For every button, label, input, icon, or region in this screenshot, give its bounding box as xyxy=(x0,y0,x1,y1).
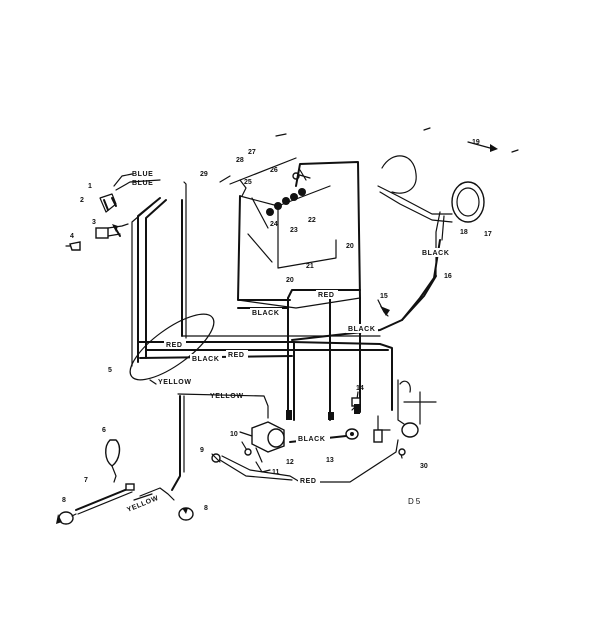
switch-right xyxy=(373,379,437,443)
lower-red-loop xyxy=(219,439,406,483)
callout-9: 9 xyxy=(200,447,204,454)
headlight-assembly xyxy=(377,155,485,277)
wire-label-black-main: BLACK xyxy=(192,356,220,363)
callout-11: 11 xyxy=(272,469,280,476)
battery-negative-cable xyxy=(237,195,291,301)
battery-positive-cable xyxy=(295,161,361,299)
callout-8b: 8 xyxy=(204,505,208,512)
arrow-19 xyxy=(423,127,519,153)
plug-3 xyxy=(95,223,129,239)
wire-labels: BLUE BLUE RED BLACK RED RED BLACK BLACK … xyxy=(126,171,454,514)
callout-13: 13 xyxy=(326,457,334,464)
wire-label-red-cable: RED xyxy=(318,292,335,299)
callout-22: 22 xyxy=(308,217,316,224)
callout-2: 2 xyxy=(80,197,84,204)
wire-label-yellow-mid: YELLOW xyxy=(210,393,244,400)
callout-12: 12 xyxy=(286,459,294,466)
wire-label-black-right: BLACK xyxy=(348,326,376,333)
callout-4: 4 xyxy=(70,233,74,240)
part-6-fuse xyxy=(105,439,121,483)
callout-numbers: 1 2 3 4 5 6 7 8 8 9 10 11 12 13 14 15 16… xyxy=(62,139,492,512)
starter-12 xyxy=(239,421,285,463)
wire-label-black-light: BLACK xyxy=(422,250,450,257)
callout-21: 21 xyxy=(306,263,314,270)
callout-7: 7 xyxy=(84,477,88,484)
callout-20b: 20 xyxy=(286,277,294,284)
wire-label-red-lower: RED xyxy=(300,478,317,485)
callout-28: 28 xyxy=(236,157,244,164)
callout-29: 29 xyxy=(200,171,208,178)
headlight-wire xyxy=(401,239,441,321)
yellow-harness xyxy=(133,379,269,501)
callout-8a: 8 xyxy=(62,497,66,504)
part-7-rod xyxy=(75,483,135,515)
callout-18: 18 xyxy=(460,229,468,236)
connector-10 xyxy=(241,441,252,456)
switch-1 xyxy=(99,173,161,213)
terminal-11 xyxy=(255,461,271,473)
callout-1: 1 xyxy=(88,183,92,190)
ground-strap-15 xyxy=(377,299,390,317)
callout-15: 15 xyxy=(380,293,388,300)
wire-label-red-main: RED xyxy=(166,342,183,349)
callout-23: 23 xyxy=(290,227,298,234)
callout-17: 17 xyxy=(484,231,492,238)
wire-label-red-harness: RED xyxy=(228,352,245,359)
callout-24: 24 xyxy=(270,221,278,228)
callout-20a: 20 xyxy=(346,243,354,250)
wire-label-black-lower: BLACK xyxy=(298,436,326,443)
figure-code: D5 xyxy=(408,497,422,506)
connector-8-right xyxy=(178,507,194,521)
callout-6: 6 xyxy=(102,427,106,434)
callout-14: 14 xyxy=(356,385,364,392)
callout-3: 3 xyxy=(92,219,96,226)
callout-10: 10 xyxy=(230,431,238,438)
terminal-block xyxy=(286,404,360,420)
callout-16: 16 xyxy=(444,273,452,280)
callout-5: 5 xyxy=(108,367,112,374)
wire-label-black-harness: BLACK xyxy=(252,310,280,317)
callout-30: 30 xyxy=(420,463,428,470)
callout-26: 26 xyxy=(270,167,278,174)
wire-label-blue-2: BLUE xyxy=(132,180,153,187)
callout-25: 25 xyxy=(244,179,252,186)
wire-label-yellow-lower: YELLOW xyxy=(126,495,160,514)
callout-27: 27 xyxy=(248,149,256,156)
bulb-4 xyxy=(65,241,81,251)
battery-cell-caps xyxy=(266,188,306,216)
connector-8-left xyxy=(56,511,77,525)
screw-9 xyxy=(211,453,221,463)
wire-label-yellow-harness: YELLOW xyxy=(158,379,192,386)
main-harness xyxy=(129,181,437,421)
callout-19: 19 xyxy=(472,139,480,146)
wire-label-blue-1: BLUE xyxy=(132,171,153,178)
